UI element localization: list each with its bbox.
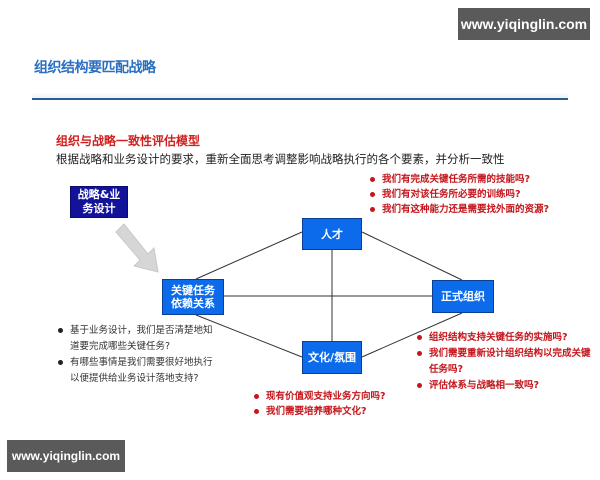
node-key-tasks-line1: 关键任务 — [171, 284, 215, 297]
page-title: 组织结构要匹配战略 — [34, 60, 156, 76]
formal-org-questions: 组织结构支持关键任务的实施吗? 我们需要重新设计组织结构以完成关键任务吗? 评估… — [417, 330, 597, 394]
list-item: 我们有完成关键任务所需的技能吗? — [370, 172, 590, 187]
node-talent-label: 人才 — [321, 227, 343, 241]
node-culture: 文化/氛围 — [302, 341, 362, 374]
list-item: 我们有这种能力还是需要找外面的资源? — [370, 202, 590, 217]
model-title: 组织与战略一致性评估模型 — [56, 134, 201, 148]
key-tasks-questions: 基于业务设计，我们是否清楚地知道要完成哪些关键任务? 有哪些事情是我们需要很好地… — [58, 323, 218, 387]
list-item: 基于业务设计，我们是否清楚地知道要完成哪些关键任务? — [58, 323, 218, 355]
list-item: 有哪些事情是我们需要很好地执行以便提供给业务设计落地支持? — [58, 355, 218, 387]
node-talent: 人才 — [302, 218, 362, 250]
list-item: 我们有对该任务所必要的训练吗? — [370, 187, 590, 202]
node-formal-org: 正式组织 — [432, 280, 494, 313]
strategy-box-line2: 务设计 — [82, 202, 116, 215]
list-item: 评估体系与战略相一致吗? — [417, 378, 597, 394]
culture-questions: 现有价值观支持业务方向吗? 我们需要培养哪种文化? — [254, 389, 424, 419]
node-culture-label: 文化/氛围 — [307, 351, 357, 364]
node-key-tasks: 关键任务 依赖关系 — [162, 279, 224, 315]
watermark-bottom: www.yiqinglin.com — [7, 440, 125, 472]
arrow-icon — [115, 223, 159, 273]
list-item: 现有价值观支持业务方向吗? — [254, 389, 424, 404]
list-item: 我们需要培养哪种文化? — [254, 404, 424, 419]
model-subtitle: 根据战略和业务设计的要求，重新全面思考调整影响战略执行的各个要素，并分析一致性 — [56, 152, 505, 166]
strategy-business-design-box: 战略&业 务设计 — [70, 186, 128, 218]
title-rule-shadow — [32, 92, 568, 98]
list-item: 组织结构支持关键任务的实施吗? — [417, 330, 597, 346]
watermark-top: www.yiqinglin.com — [458, 8, 590, 40]
node-formal-org-label: 正式组织 — [441, 290, 485, 303]
list-item: 我们需要重新设计组织结构以完成关键任务吗? — [417, 346, 597, 378]
title-divider — [32, 98, 568, 100]
node-key-tasks-line2: 依赖关系 — [171, 297, 215, 310]
talent-questions: 我们有完成关键任务所需的技能吗? 我们有对该任务所必要的训练吗? 我们有这种能力… — [370, 172, 590, 217]
strategy-box-line1: 战略&业 — [77, 188, 121, 201]
